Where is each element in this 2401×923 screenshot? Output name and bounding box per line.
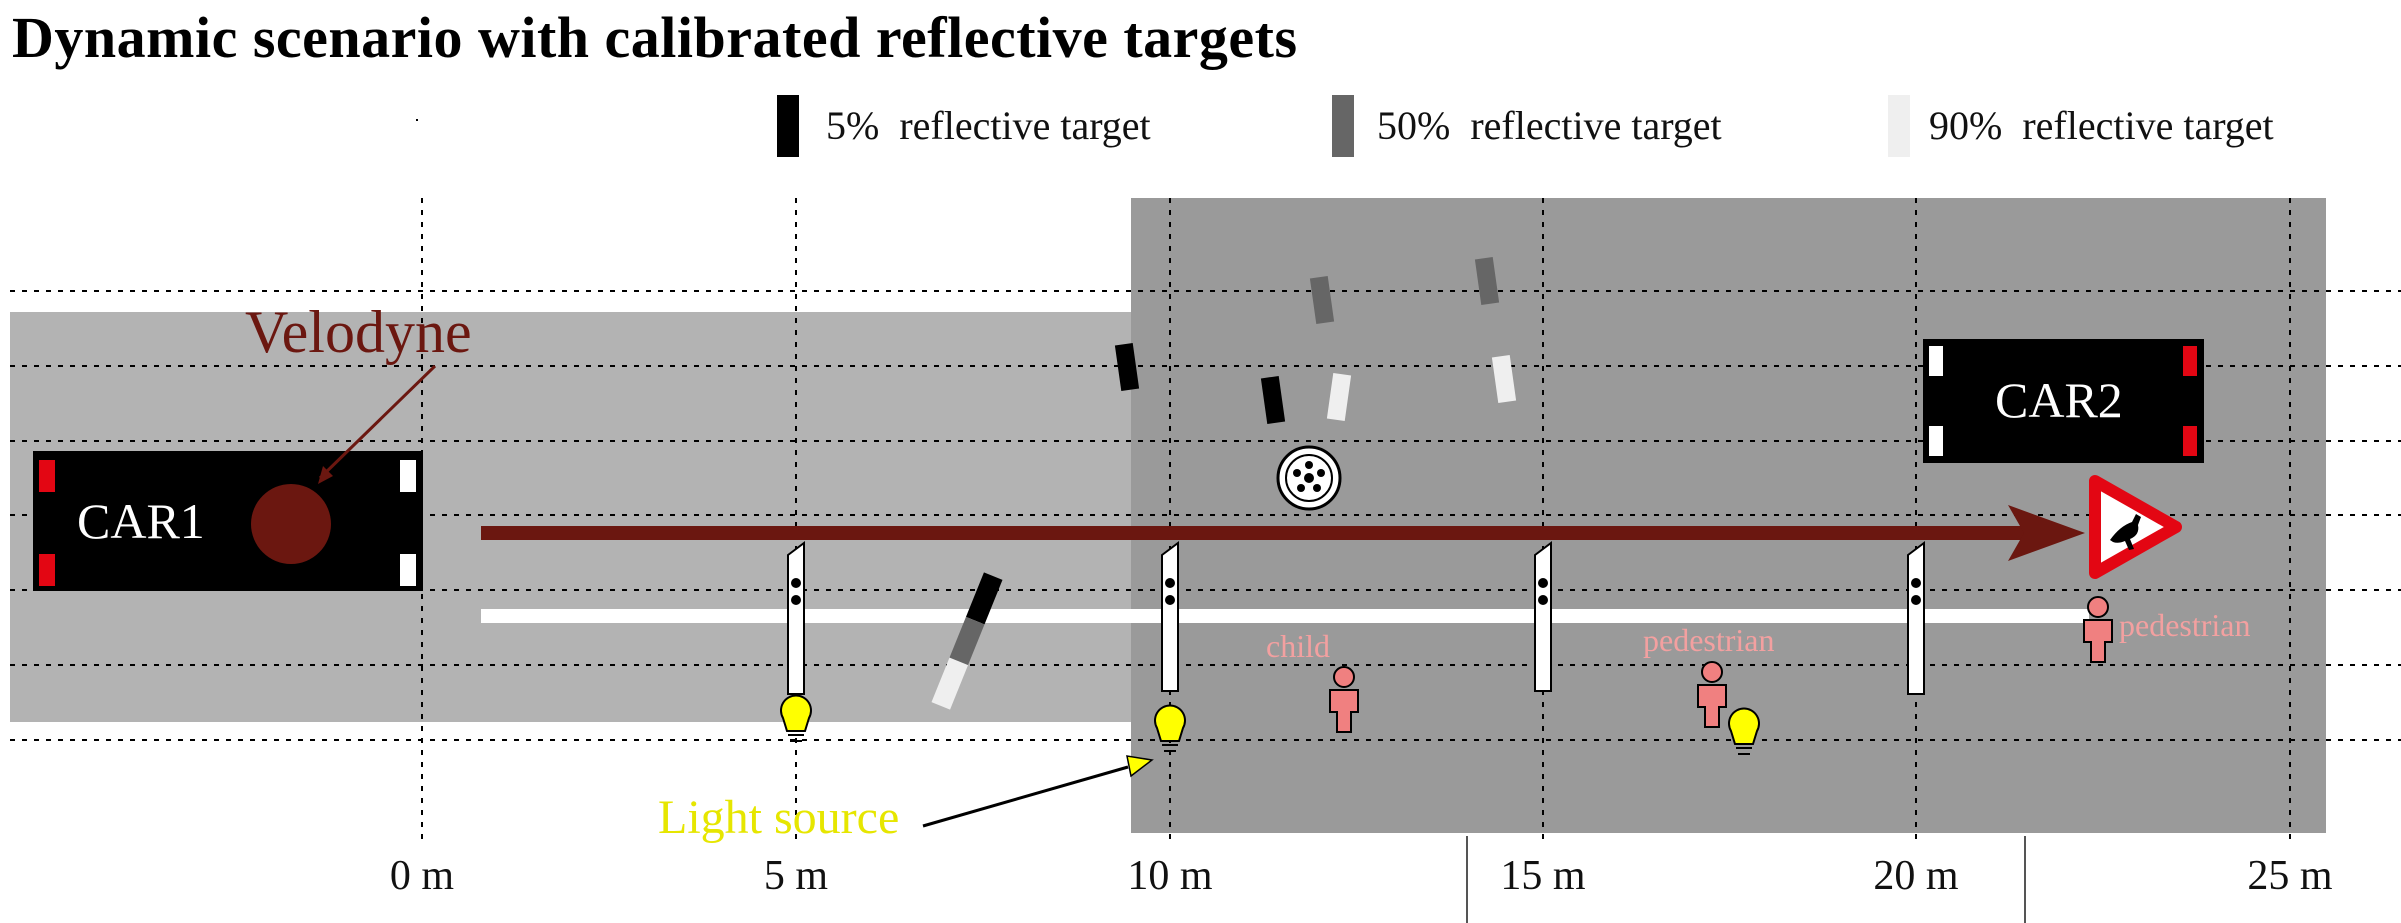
legend-label: reflective target — [1470, 103, 1722, 148]
legend-swatch-90 — [1888, 95, 1910, 157]
axis-tick-25: 25 m — [2247, 853, 2333, 899]
bollard-5m — [787, 541, 805, 695]
velodyne-label: Velodyne — [245, 299, 472, 365]
target-50-a — [1309, 275, 1335, 325]
light-source-label: Light source — [658, 791, 900, 844]
legend-percent: 50% — [1377, 103, 1451, 148]
person-icon — [1329, 666, 1359, 733]
legend-swatch-5 — [777, 95, 799, 157]
wheel-icon — [1276, 445, 1342, 511]
legend-label: reflective target — [2022, 103, 2274, 148]
target-90-b — [1491, 354, 1517, 404]
light-bulb-icon — [1728, 707, 1760, 755]
bollard-10m — [1161, 541, 1179, 692]
bollards — [787, 541, 1925, 695]
legend-item-5: 5% reflective target — [826, 102, 1151, 149]
target-50-b — [1474, 256, 1500, 306]
legend-percent: 5% — [826, 103, 880, 148]
person-icon — [2083, 596, 2113, 663]
velodyne-pointer-head — [318, 466, 333, 484]
axis-tick-10: 10 m — [1127, 853, 1213, 899]
target-5-a — [1114, 342, 1140, 392]
bollard-20m — [1907, 541, 1925, 695]
legend-label: reflective target — [899, 103, 1151, 148]
legend-percent: 90% — [1929, 103, 2003, 148]
pedestrian-label-2: pedestrian — [2119, 607, 2251, 643]
axis-tick-5: 5 m — [763, 853, 829, 899]
car1 — [33, 451, 423, 591]
light-source-pointer — [922, 765, 1129, 828]
bollard-15m — [1534, 541, 1552, 692]
car2-label: CAR2 — [1995, 372, 2123, 428]
axis-tick-15: 15 m — [1500, 853, 1586, 899]
animal-crossing-warning-sign — [2089, 475, 2182, 579]
axis-tick-20: 20 m — [1873, 853, 1959, 899]
velodyne-sensor — [251, 484, 331, 564]
legend-item-50: 50% reflective target — [1377, 102, 1722, 149]
light-source-pointer-head — [1126, 755, 1154, 778]
car1-label: CAR1 — [77, 493, 205, 549]
legend-item-90: 90% reflective target — [1929, 102, 2274, 149]
page-title: Dynamic scenario with calibrated reflect… — [12, 5, 1298, 70]
person-icon — [1697, 661, 1727, 728]
pedestrian-label-1: pedestrian — [1643, 622, 1775, 658]
child-label: child — [1266, 628, 1330, 664]
velodyne-pointer — [318, 364, 437, 480]
light-bulb-icon — [780, 694, 812, 742]
car2 — [1923, 339, 2204, 463]
target-5-b — [1260, 375, 1286, 425]
target-90-a — [1326, 372, 1352, 422]
light-bulb-icon — [1154, 704, 1186, 752]
trajectory-arrowhead — [2008, 505, 2085, 561]
reflective-targets — [931, 256, 1517, 710]
white-lane-marking — [481, 609, 2089, 623]
axis-tick-0: 0 m — [389, 853, 455, 899]
legend-swatch-50 — [1332, 95, 1354, 157]
